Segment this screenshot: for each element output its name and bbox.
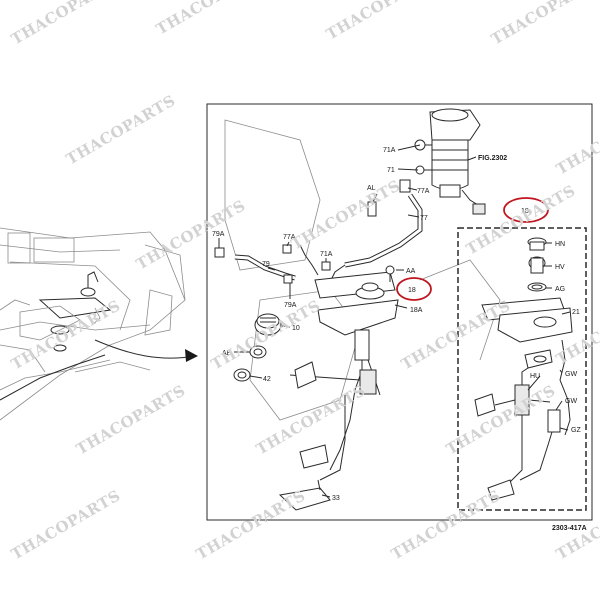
- highlight-marks: [396, 197, 549, 301]
- watermark-text: THACOPARTS: [153, 0, 269, 38]
- label-HV: HV: [555, 264, 565, 271]
- watermark-text: THACOPARTS: [8, 296, 124, 373]
- label-HU: HU: [530, 373, 540, 380]
- part-labels: 71A 71 FIG.2302 77A AL 77 79A 77A 79 71A…: [212, 147, 587, 532]
- label-18A: 18A: [410, 307, 423, 314]
- watermark-text: THACOPARTS: [133, 196, 249, 273]
- label-33: 33: [332, 495, 340, 502]
- label-AL: AL: [367, 185, 376, 192]
- highlight-circle-18-right: [503, 197, 549, 223]
- label-GZ: GZ: [571, 427, 581, 434]
- leader-lines: [218, 144, 571, 498]
- label-18-right: 18: [521, 208, 529, 215]
- watermark-text: THACOPARTS: [8, 0, 124, 48]
- label-71A-mid: 71A: [320, 251, 333, 258]
- vehicle-overview: [0, 227, 198, 421]
- label-AG: AG: [555, 286, 565, 293]
- watermark-text: THACOPARTS: [253, 381, 369, 458]
- label-fig-ref: FIG.2302: [478, 155, 507, 162]
- label-71: 71: [387, 167, 395, 174]
- label-77A-mid: 77A: [283, 234, 296, 241]
- watermark-text: THACOPARTS: [488, 0, 600, 48]
- label-21: 21: [572, 309, 580, 316]
- detail-box: [457, 227, 587, 511]
- label-AB: AB: [222, 350, 232, 357]
- watermark-text: THACOPARTS: [193, 486, 309, 563]
- fuel-sender-assembly: [278, 265, 399, 511]
- watermark-text: THACOPARTS: [73, 381, 189, 458]
- figure-code: 2303-417A: [552, 525, 587, 532]
- watermark-text: THACOPARTS: [208, 296, 324, 373]
- fuel-lines: [214, 179, 423, 284]
- watermark-text: THACOPARTS: [388, 486, 504, 563]
- watermark-text: THACOPARTS: [288, 176, 404, 253]
- label-AA: AA: [406, 268, 416, 275]
- watermark-text: THACOPARTS: [323, 0, 439, 43]
- figure-frame: [206, 103, 593, 521]
- label-18-left: 18: [408, 287, 416, 294]
- highlight-circle-18-left: [396, 277, 432, 301]
- label-77: 77: [420, 215, 428, 222]
- label-79: 79: [262, 261, 270, 268]
- label-71A: 71A: [383, 147, 396, 154]
- label-42: 42: [263, 376, 271, 383]
- label-79A-bottom: 79A: [284, 302, 297, 309]
- watermark-text: THACOPARTS: [63, 91, 179, 168]
- label-HN: HN: [555, 241, 565, 248]
- label-GW-1: GW: [565, 371, 577, 378]
- fuel-filter-assembly: [414, 108, 486, 215]
- watermark-text: THACOPARTS: [8, 486, 124, 563]
- label-79A-left: 79A: [212, 231, 225, 238]
- watermark-text: THACOPARTS: [553, 101, 600, 178]
- label-10: 10: [292, 325, 300, 332]
- detail-sender-assembly: [474, 237, 573, 501]
- watermark-text: THACOPARTS: [443, 381, 559, 458]
- label-GW-2: GW: [565, 398, 577, 405]
- label-77A-top: 77A: [417, 188, 430, 195]
- filler-parts: [233, 313, 282, 382]
